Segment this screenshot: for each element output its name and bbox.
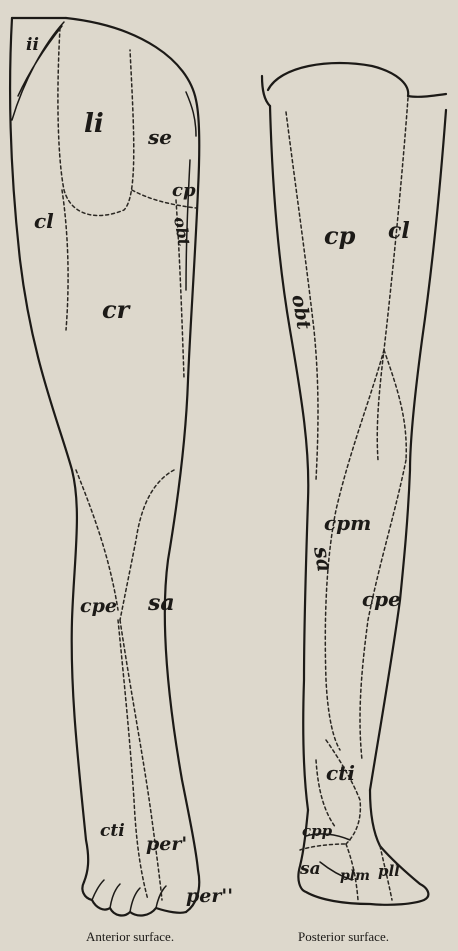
label-cl: cl [388,218,410,244]
posterior-boundary-lateral [377,98,408,460]
anterior-leg-outline-lateral [10,18,88,882]
posterior-caption: Posterior surface. [298,929,389,945]
posterior-boundary-cpm [325,350,406,750]
label-per-prime: per' [146,833,187,855]
posterior-foot-outline [298,790,428,905]
label-cp: cp [324,221,356,250]
anterior-leg [10,18,199,915]
anterior-boundary-cl [62,190,68,330]
label-ii: ii [26,35,39,55]
anterior-boundary-shin [118,620,162,900]
label-cti: cti [326,761,355,785]
posterior-gluteal-fold [268,63,408,96]
label-cti: cti [100,821,125,841]
label-cr: cr [102,295,132,324]
label-sa: sa [147,590,175,616]
label-sa-foot: sa [299,859,321,879]
label-li: li [84,109,104,139]
label-obt: obt [287,293,315,331]
anterior-caption: Anterior surface. [86,929,174,945]
label-sa: sa [309,544,338,574]
label-cpp: cpp [302,822,333,840]
label-plm: plm [340,868,370,884]
label-cl: cl [34,209,54,233]
label-cp: cp [172,180,196,201]
label-pll: pll [378,862,400,880]
label-se: se [147,125,172,149]
posterior-leg-outline-lateral [270,106,308,810]
label-per-double-prime: per'' [186,885,233,907]
label-cpm: cpm [324,511,371,535]
anterior-toe-lines [92,880,166,912]
label-cpe: cpe [362,587,401,611]
anterior-region-labels: ii li se cp obt cl cr cpe sa cti per' pe… [26,35,233,907]
posterior-hip-curve [262,76,446,106]
posterior-leg-outline-medial [370,110,446,790]
label-cpe: cpe [80,595,117,617]
label-obt: obt [170,215,194,248]
